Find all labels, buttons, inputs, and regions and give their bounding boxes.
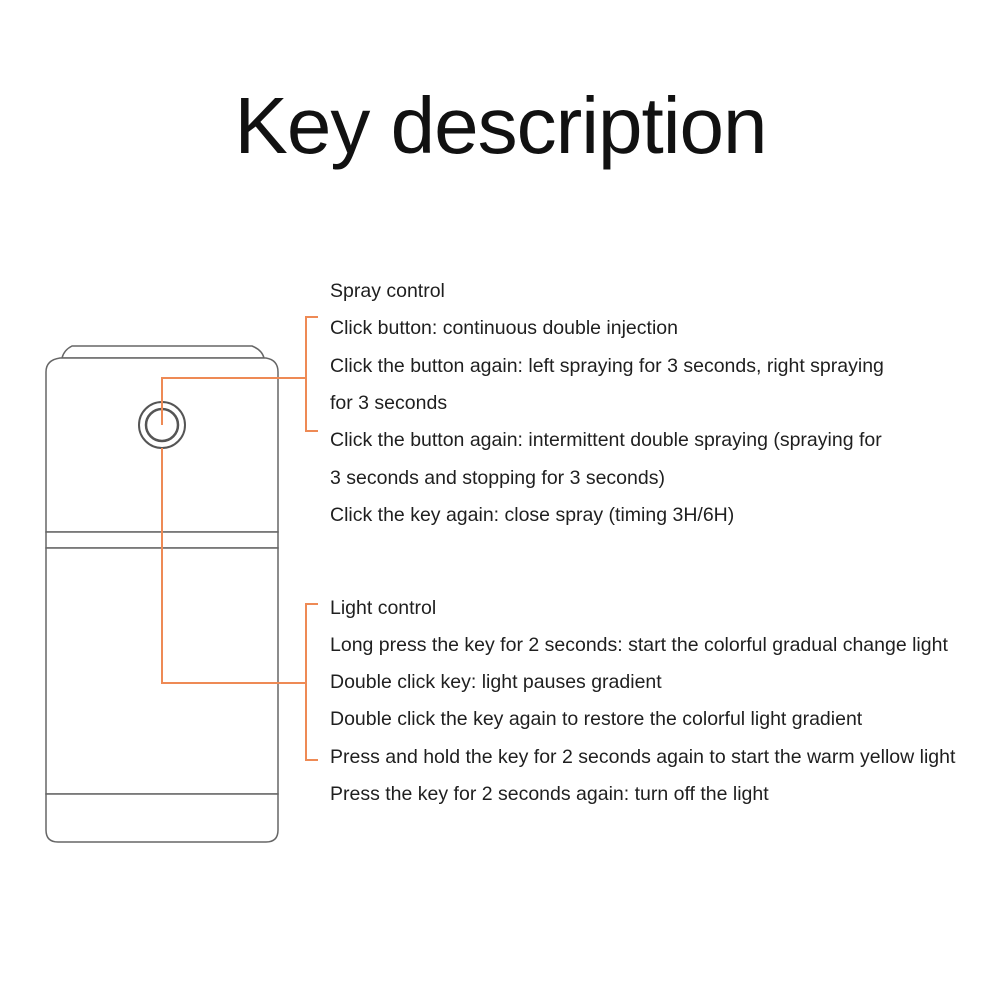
spray-control-line-5: 3 seconds and stopping for 3 seconds) (330, 467, 665, 489)
light-control-line-5: Press the key for 2 seconds again: turn … (330, 783, 769, 805)
spray-bracket (305, 316, 318, 432)
light-bracket (305, 603, 318, 761)
light-control-line-4: Press and hold the key for 2 seconds aga… (330, 746, 956, 768)
light-leader-line (161, 448, 306, 684)
spray-control-line-4: Click the button again: intermittent dou… (330, 429, 882, 451)
spray-control-line-1: Click button: continuous double injectio… (330, 317, 678, 339)
spray-control-line-3: for 3 seconds (330, 392, 448, 414)
spray-control-heading: Spray control (330, 280, 445, 302)
spray-leader-line (161, 377, 306, 425)
light-control-heading: Light control (330, 597, 437, 619)
light-control-line-2: Double click key: light pauses gradient (330, 671, 662, 693)
device-top-cap (61, 345, 265, 359)
page-title: Key description (234, 81, 768, 170)
spray-control-line-6: Click the key again: close spray (timing… (330, 504, 735, 526)
device-base (45, 793, 279, 843)
light-control-line-3: Double click the key again to restore th… (330, 708, 863, 730)
light-control-line-1: Long press the key for 2 seconds: start … (330, 634, 948, 656)
spray-control-line-2: Click the button again: left spraying fo… (330, 355, 884, 377)
